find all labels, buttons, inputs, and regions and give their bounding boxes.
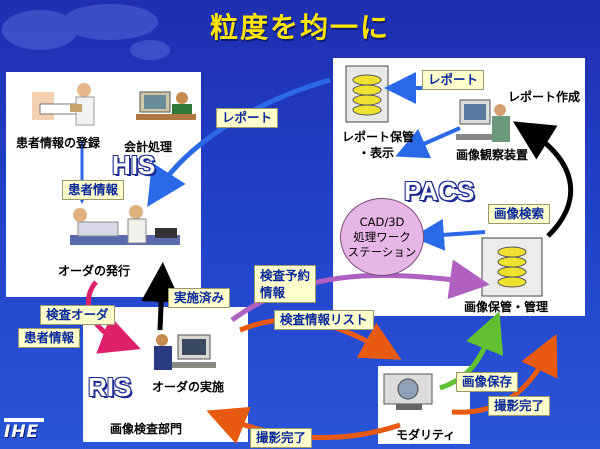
arrow-storage-to-cad (412, 218, 486, 251)
tag-exam-booking-line-1: 検査予約 (260, 268, 311, 283)
arrow-image-save (439, 311, 504, 391)
ris-order-execution: オーダの実施 (152, 380, 225, 394)
ris-label: RIS (88, 372, 132, 402)
tag-capture-done-bottom: 撮影完了 (250, 428, 313, 448)
his-accounting: 会計処理 (124, 140, 173, 154)
slide-title: 粒度を均一に (209, 11, 390, 44)
pacs-image-viewer: 画像観察装置 (456, 148, 529, 162)
cad-line-3: ステーション (347, 244, 417, 259)
registration-illustration (32, 83, 95, 126)
ihe-logo-bar (4, 418, 44, 422)
report-storage-illustration (345, 65, 389, 123)
tag-patient-info-ris: 患者情報 (18, 328, 81, 348)
image-viewer-illustration (456, 99, 510, 142)
pacs-report-storage-1: レポート保管 (342, 130, 415, 144)
ris-operator-illustration (154, 334, 216, 370)
his-label: HIS (112, 150, 156, 180)
world-map-decoration (2, 4, 170, 60)
cad-line-1: CAD/3D (359, 214, 405, 229)
tag-exam-booking-line-2: 情報 (260, 285, 286, 300)
arrow-booking-to-pacs (230, 259, 490, 323)
modality-label: モダリティ (396, 428, 456, 442)
ihe-logo: IHE (4, 422, 40, 442)
tag-patient-info-his: 患者情報 (62, 180, 125, 200)
his-order-issue: オーダの発行 (58, 264, 131, 278)
tag-report-top: レポート (422, 70, 485, 90)
pacs-report-storage-2: ・表示 (358, 146, 395, 160)
pacs-report-creation: レポート作成 (508, 90, 581, 104)
examination-illustration (70, 205, 180, 245)
cad-workstation: CAD/3D 処理ワーク ステーション (340, 198, 424, 276)
ris-department: 画像検査部門 (110, 422, 183, 436)
modality-device-illustration (383, 373, 433, 410)
tag-exam-order: 検査オーダ (40, 305, 115, 325)
his-patient-registration: 患者情報の登録 (16, 136, 101, 150)
arrow-storage-to-viewer (513, 121, 574, 238)
tag-exam-booking: 検査予約 情報 (254, 265, 317, 303)
tag-image-save: 画像保存 (456, 372, 519, 392)
tag-exam-info-list: 検査情報リスト (274, 310, 374, 330)
tag-image-search: 画像検索 (488, 204, 551, 224)
image-storage-illustration (481, 237, 543, 297)
arrow-report-to-his (147, 77, 331, 207)
arrow-viewer-to-storage (395, 126, 461, 159)
tag-capture-done-right: 撮影完了 (488, 396, 551, 416)
accounting-illustration (136, 91, 196, 120)
arrow-done-to-his (141, 262, 182, 331)
cad-line-2: 処理ワーク (353, 229, 411, 244)
pacs-label: PACS (404, 176, 475, 206)
tag-report-left: レポート (216, 108, 279, 128)
pacs-image-storage: 画像保管・管理 (464, 300, 549, 314)
tag-done: 実施済み (168, 288, 231, 308)
